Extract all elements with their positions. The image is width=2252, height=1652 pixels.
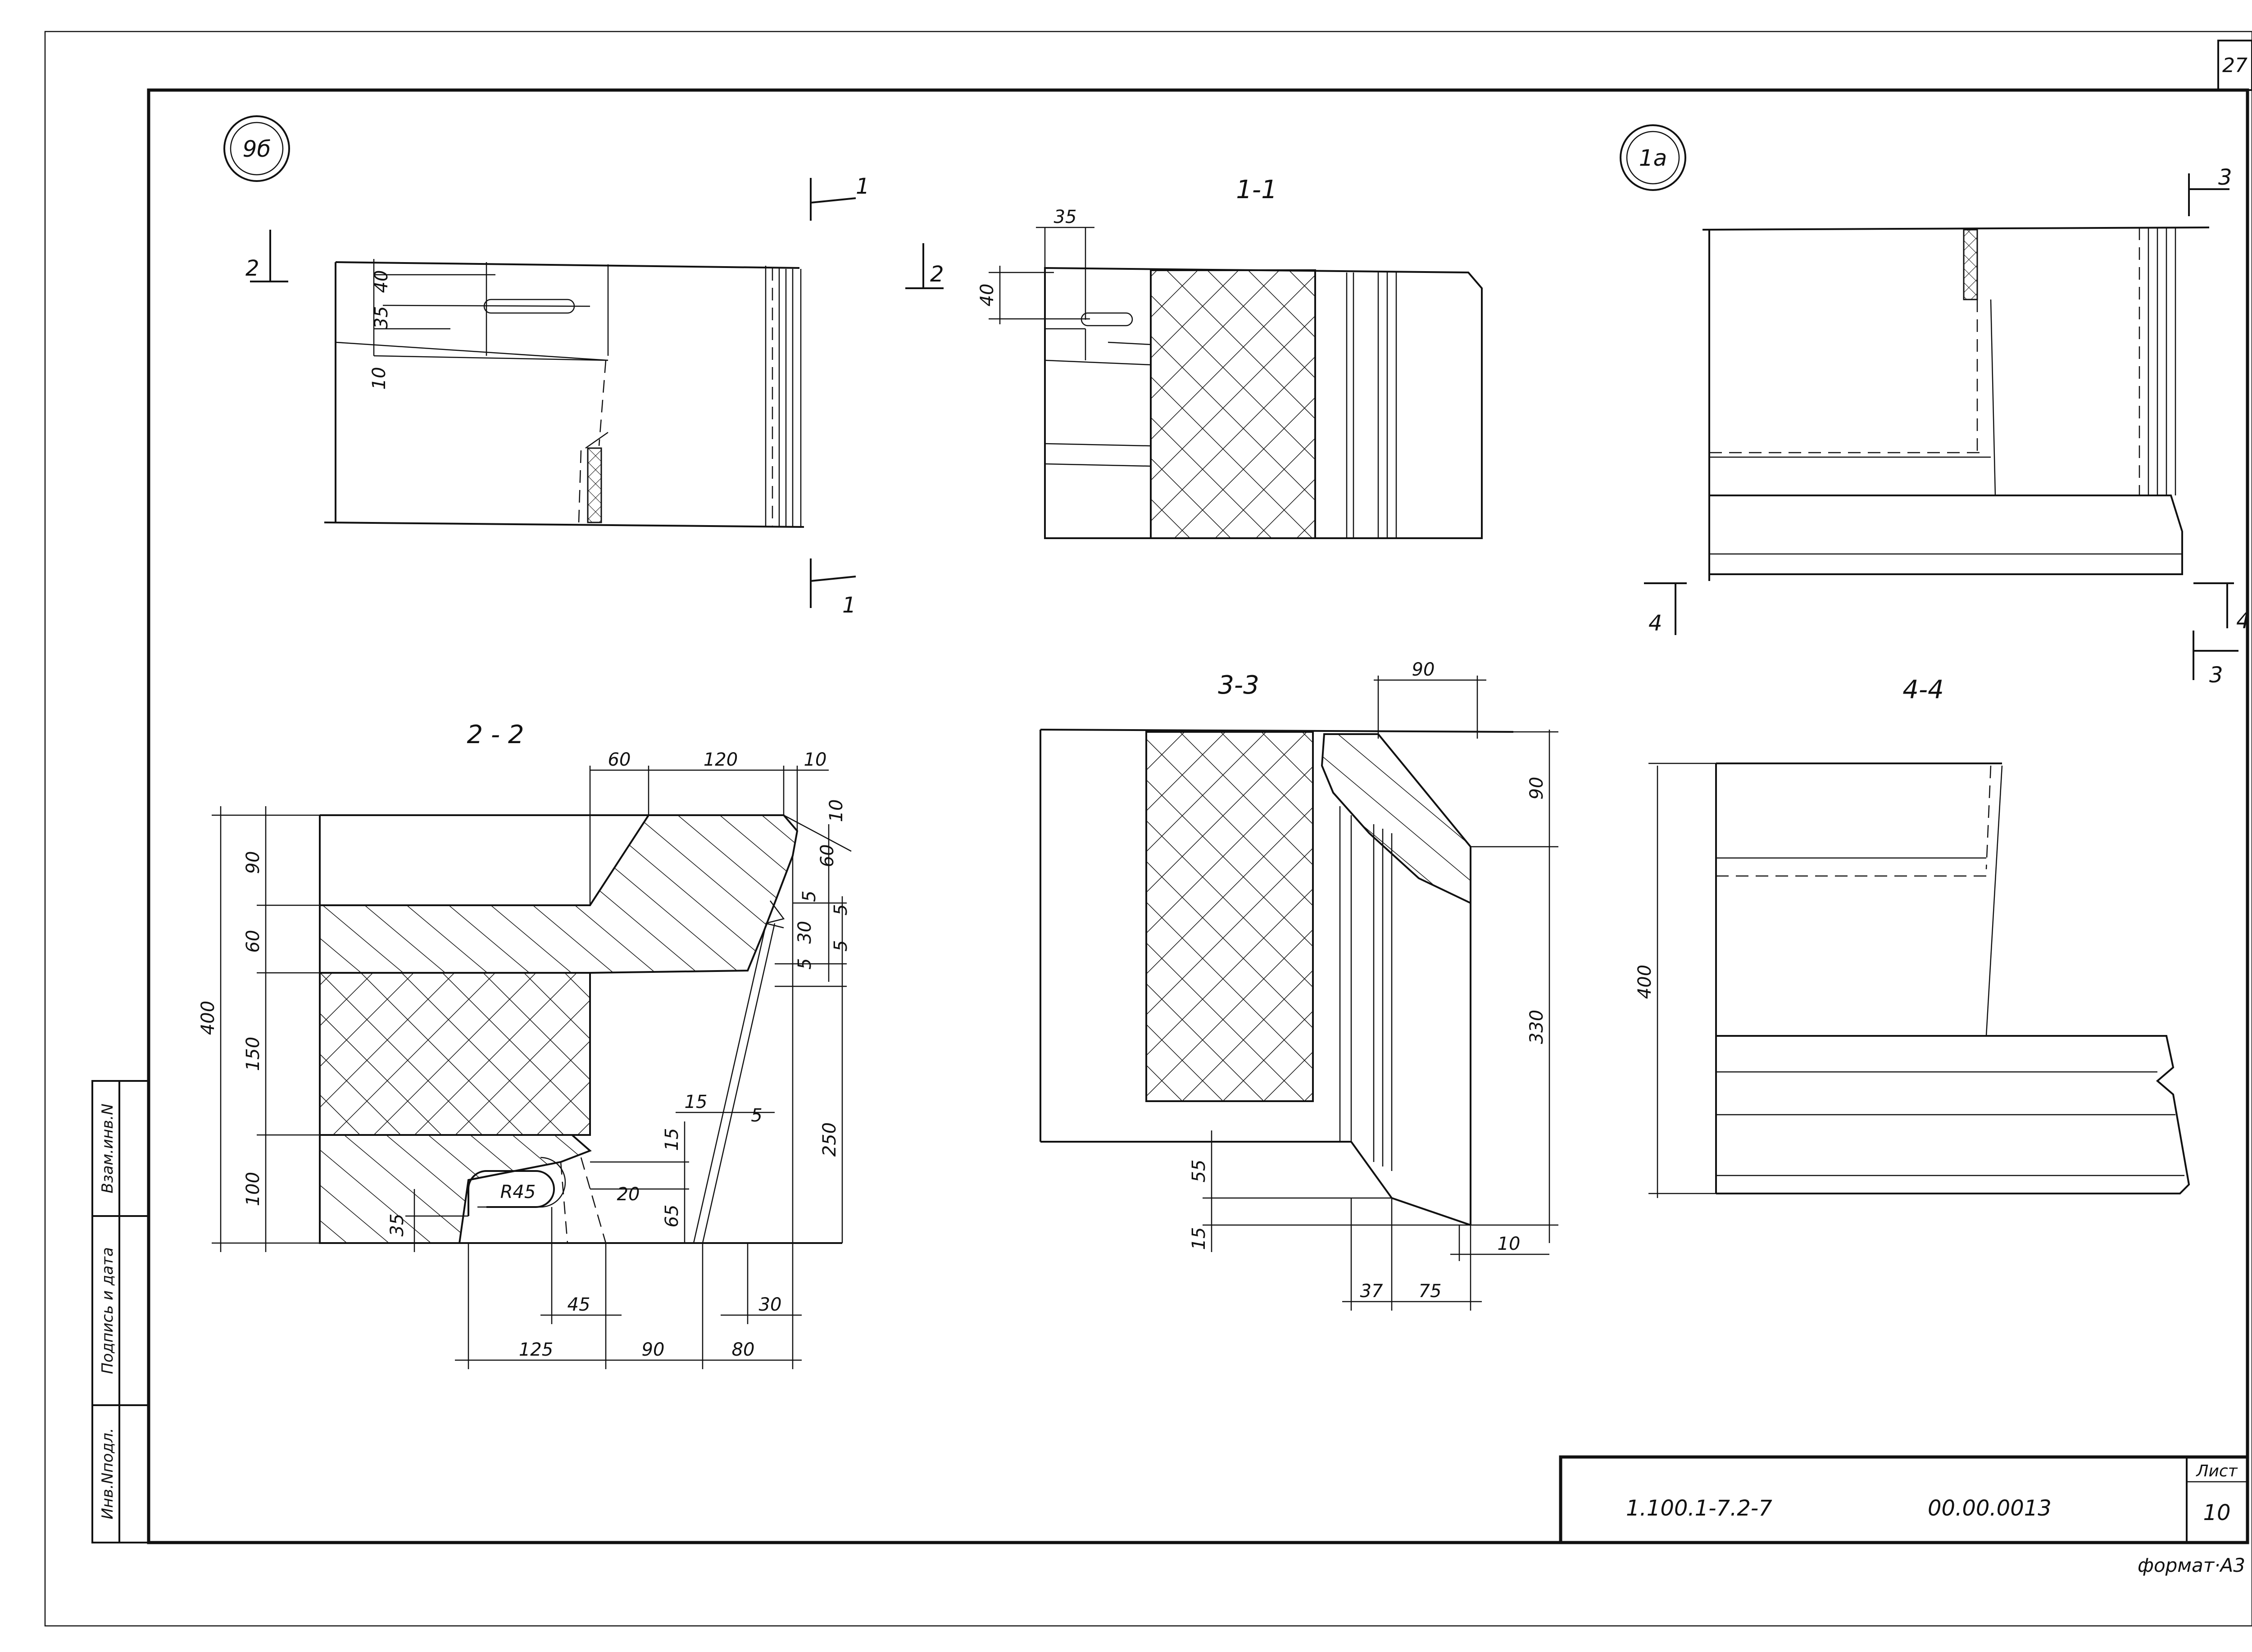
dim-2-2-left-90: 90 xyxy=(243,851,263,874)
dim-3-3-right-330: 330 xyxy=(1526,1010,1547,1044)
outer-frame xyxy=(44,31,2252,1627)
section-4-4: 4-4 400 xyxy=(1635,675,2190,1198)
dim-2-2-inner-r45: R45 xyxy=(500,1182,536,1203)
dim-2-2-right-30: 30 xyxy=(795,921,815,944)
dim-2-2-inner-5: 5 xyxy=(751,1105,762,1126)
format-note: формат·А3 xyxy=(2138,1554,2245,1576)
dim-2-2-left-60: 60 xyxy=(243,930,263,953)
section-1-1-title: 1-1 xyxy=(1236,175,1277,204)
top-number: 27 xyxy=(2222,54,2247,77)
dim-2-2-inner-65: 65 xyxy=(662,1205,682,1228)
title-code: 1.100.1-7.2-7 xyxy=(1626,1496,1772,1521)
cut-3-bottom-1a: 3 xyxy=(2209,663,2223,688)
dim-4-4-400: 400 xyxy=(1635,965,1655,999)
dim-3-3-bottom-37: 37 xyxy=(1360,1281,1383,1302)
sidebar-cell-1: Инв.Nподл. xyxy=(99,1428,117,1519)
sheet-number: 10 xyxy=(2203,1500,2230,1525)
dim-2-2-right-5c: 5 xyxy=(795,958,815,969)
dim-2-2-right-60: 60 xyxy=(817,844,838,867)
dim-2-2-bottom-125: 125 xyxy=(519,1339,553,1360)
cut-2-9b: 2 xyxy=(245,256,259,281)
detail-9b-marker: 9б xyxy=(243,136,271,162)
dim-2-2-right-5d: 5 xyxy=(831,940,851,951)
top-number-box xyxy=(2217,40,2252,91)
dim-2-2-left-400: 400 xyxy=(198,1001,218,1035)
section-3-3: 3-3 90 90 330 10 55 15 xyxy=(1040,659,1558,1311)
dim-9b-10: 10 xyxy=(369,367,390,390)
dim-3-3-top-90: 90 xyxy=(1412,659,1435,680)
drawing-frame xyxy=(147,88,2249,1544)
dim-2-2-inner-15a: 15 xyxy=(685,1092,708,1112)
cut-4-left-1a: 4 xyxy=(1648,611,1662,636)
dim-2-2-right-5b: 5 xyxy=(831,904,851,915)
dim-3-3-left-15: 15 xyxy=(1189,1227,1209,1250)
dim-2-2-top-120: 120 xyxy=(704,749,738,770)
dim-2-2-right-5a: 5 xyxy=(799,890,820,902)
dim-2-2-bottom-80: 80 xyxy=(732,1339,755,1360)
dim-2-2-left-150: 150 xyxy=(243,1037,263,1071)
dim-2-2-bottom-90: 90 xyxy=(642,1339,665,1360)
dim-2-2-inner-20: 20 xyxy=(617,1184,640,1205)
detail-1a: 1а 3 3 4 4 xyxy=(1620,124,2250,688)
cut-4-right-1a: 4 xyxy=(2236,608,2250,634)
dim-2-2-inner-15b: 15 xyxy=(662,1128,682,1151)
dim-3-3-left-55: 55 xyxy=(1189,1160,1209,1183)
dim-3-3-bottom-75: 75 xyxy=(1419,1281,1442,1302)
dim-2-2-top-60: 60 xyxy=(608,749,631,770)
dim-2-2-inner-35: 35 xyxy=(387,1214,408,1237)
dim-2-2-bottom-30: 30 xyxy=(759,1294,782,1315)
dim-3-3-right-90: 90 xyxy=(1526,777,1547,800)
dim-2-2-left-100: 100 xyxy=(243,1172,263,1206)
sidebar-cell-3: Взам.инв.N xyxy=(99,1103,117,1193)
dim-9b-40: 40 xyxy=(371,270,392,293)
cut-2-1-1: 2 xyxy=(930,262,944,287)
dim-2-2-top-10: 10 xyxy=(804,749,827,770)
sidebar: Инв.Nподл. Подпись и дата Взам.инв.N xyxy=(91,1080,150,1543)
dim-2-2-right-10: 10 xyxy=(826,799,847,822)
dim-2-2-right-250: 250 xyxy=(819,1122,840,1157)
cut-3-top-1a: 3 xyxy=(2218,165,2232,190)
cut-1-top-9b: 1 xyxy=(856,174,870,199)
title-block: 1.100.1-7.2-7 00.00.0013 Лист 10 xyxy=(1559,1455,2249,1544)
cut-1-bottom-9b: 1 xyxy=(842,593,856,618)
section-2-2: 2 - 2 400 90 60 150 100 xyxy=(198,720,852,1369)
title-doc-number: 00.00.0013 xyxy=(1928,1496,2052,1521)
section-2-2-title: 2 - 2 xyxy=(467,720,524,749)
section-4-4-title: 4-4 xyxy=(1902,675,1943,704)
dim-2-2-bottom-45: 45 xyxy=(568,1294,590,1315)
sidebar-cell-2: Подпись и дата xyxy=(99,1247,117,1374)
dim-9b-35: 35 xyxy=(371,306,392,329)
dim-1-1-35: 35 xyxy=(1054,207,1077,227)
detail-1a-marker: 1а xyxy=(1639,145,1667,171)
sheet-label: Лист xyxy=(2195,1462,2238,1480)
section-3-3-title: 3-3 xyxy=(1218,671,1259,700)
dim-3-3-right-10: 10 xyxy=(1498,1234,1521,1254)
detail-9b: 9б 40 35 10 1 1 2 xyxy=(223,115,870,618)
section-1-1: 1-1 35 40 2 xyxy=(905,175,1483,539)
dim-1-1-40: 40 xyxy=(977,284,998,307)
